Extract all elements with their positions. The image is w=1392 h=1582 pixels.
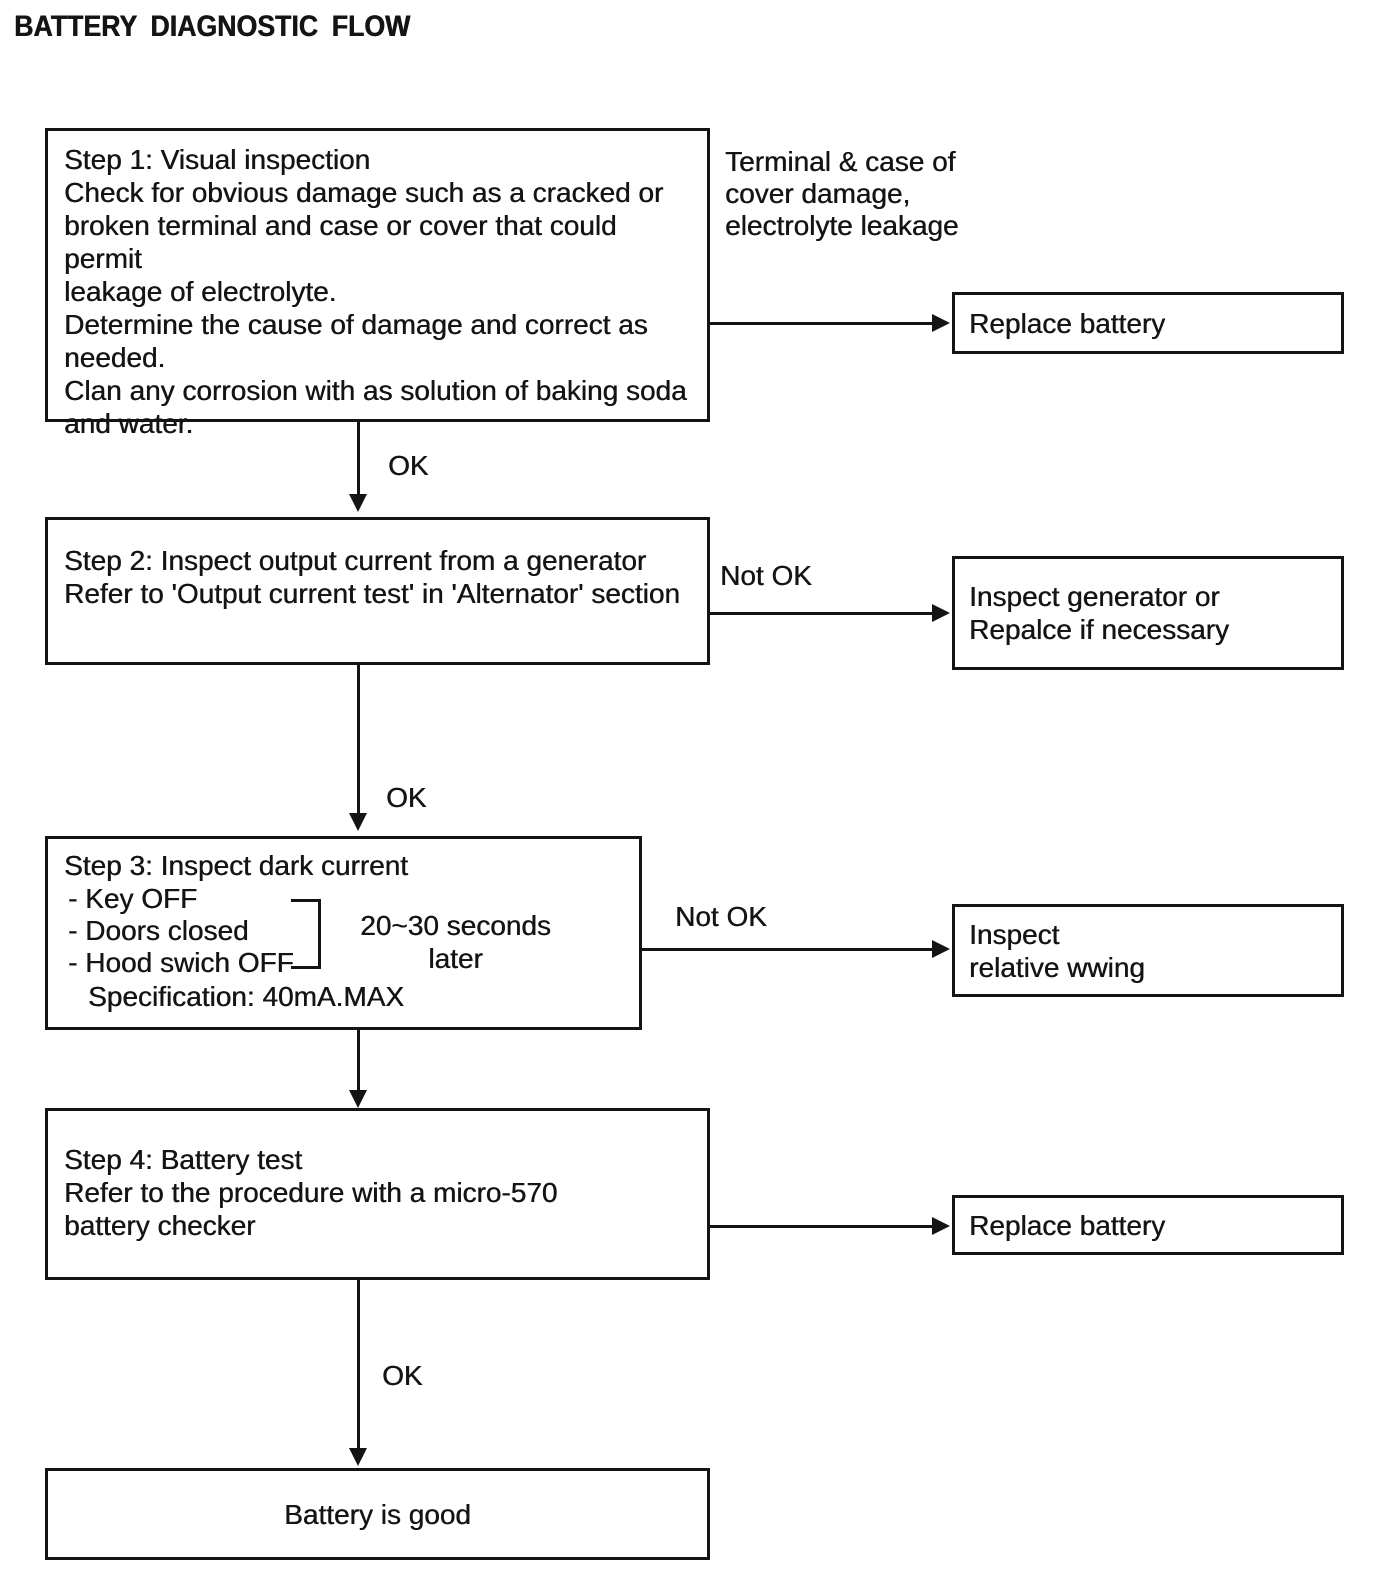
battery-is-good-text: Battery is good: [284, 1498, 471, 1530]
arrow-step2-to-inspect-generator: [710, 612, 934, 615]
arrowhead-right-icon: [932, 1217, 950, 1235]
arrowhead-right-icon: [932, 604, 950, 622]
step2-text: Step 2: Inspect output current from a ge…: [64, 545, 680, 609]
replace-battery-2-text: Replace battery: [969, 1209, 1166, 1241]
flow-node-inspect-generator: Inspect generator or Repalce if necessar…: [952, 556, 1344, 670]
flow-node-replace-battery-2: Replace battery: [952, 1195, 1344, 1255]
arrow-step2-to-step3: [357, 665, 360, 815]
inspect-generator-text: Inspect generator or Repalce if necessar…: [969, 581, 1229, 645]
step1-text: Step 1: Visual inspection Check for obvi…: [64, 144, 687, 439]
arrowhead-down-icon: [349, 813, 367, 831]
arrowhead-down-icon: [349, 1448, 367, 1466]
arrowhead-down-icon: [349, 1090, 367, 1108]
arrow-step1-to-step2: [357, 422, 360, 496]
checklist-grouping-bracket: [291, 899, 321, 969]
edge-label-ok-3: OK: [382, 1360, 423, 1391]
flow-node-step1-visual-inspection: Step 1: Visual inspection Check for obvi…: [45, 128, 710, 439]
edge-label-ok-1: OK: [388, 450, 429, 481]
arrow-step3-to-inspect-wiring: [642, 948, 934, 951]
edge-label-not-ok-1: Not OK: [720, 560, 812, 591]
arrowhead-right-icon: [932, 314, 950, 332]
flow-node-replace-battery-1: Replace battery: [952, 292, 1344, 354]
arrow-step4-to-final: [357, 1280, 360, 1448]
inspect-wiring-text: Inspect relative wwing: [969, 918, 1145, 983]
flow-node-battery-is-good: Battery is good: [45, 1468, 710, 1560]
step3-specification: Specification: 40mA.MAX: [88, 981, 404, 1012]
arrowhead-down-icon: [349, 494, 367, 512]
flow-node-inspect-wiring: Inspect relative wwing: [952, 904, 1344, 997]
step3-timing-note: 20~30 seconds later: [360, 910, 551, 974]
replace-battery-1-text: Replace battery: [969, 307, 1166, 339]
page-title: BATTERY DIAGNOSTIC FLOW: [14, 10, 411, 43]
flow-node-step2-output-current: Step 2: Inspect output current from a ge…: [45, 517, 710, 665]
arrowhead-right-icon: [932, 940, 950, 958]
step3-heading: Step 3: Inspect dark current: [64, 850, 408, 881]
edge-label-ok-2: OK: [386, 782, 427, 813]
arrow-step1-to-replace-battery: [710, 322, 934, 325]
flow-node-step4-battery-test: Step 4: Battery test Refer to the proced…: [45, 1108, 710, 1280]
edge-label-not-ok-2: Not OK: [675, 901, 767, 932]
step4-text: Step 4: Battery test Refer to the proced…: [64, 1144, 558, 1241]
flow-node-step3-dark-current: Step 3: Inspect dark current - Key OFF -…: [45, 836, 642, 1030]
arrow-step3-to-step4: [357, 1030, 360, 1090]
arrow-step4-to-replace-battery: [710, 1225, 934, 1228]
step1-branch-condition-note: Terminal & case of cover damage, electro…: [725, 146, 959, 241]
step3-checklist: - Key OFF - Doors closed - Hood swich OF…: [68, 883, 294, 978]
